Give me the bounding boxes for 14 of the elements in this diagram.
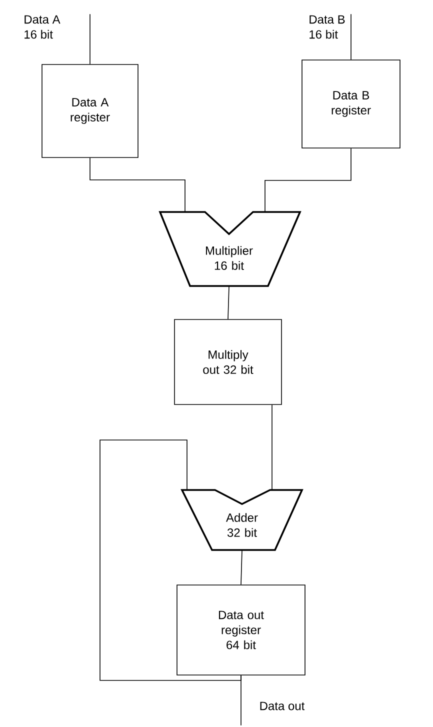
register-box: Data A register: [42, 64, 138, 158]
connector-line: [90, 158, 186, 212]
register-box: Data B register: [302, 60, 400, 148]
connector-line: [350, 14, 352, 60]
register-box: Data out register 64 bit: [176, 584, 306, 676]
signal-label: Data B 16 bit: [310, 15, 345, 39]
connector-line: [240, 550, 242, 585]
register-box: Multiply out 32 bit: [174, 319, 282, 405]
signal-label: Data A 16 bit: [24, 15, 60, 39]
connector-line: [228, 286, 230, 320]
connector-line: [264, 148, 352, 212]
connector-line: [240, 675, 242, 726]
connector-line: [100, 440, 242, 681]
signal-label: Data out: [260, 702, 305, 710]
